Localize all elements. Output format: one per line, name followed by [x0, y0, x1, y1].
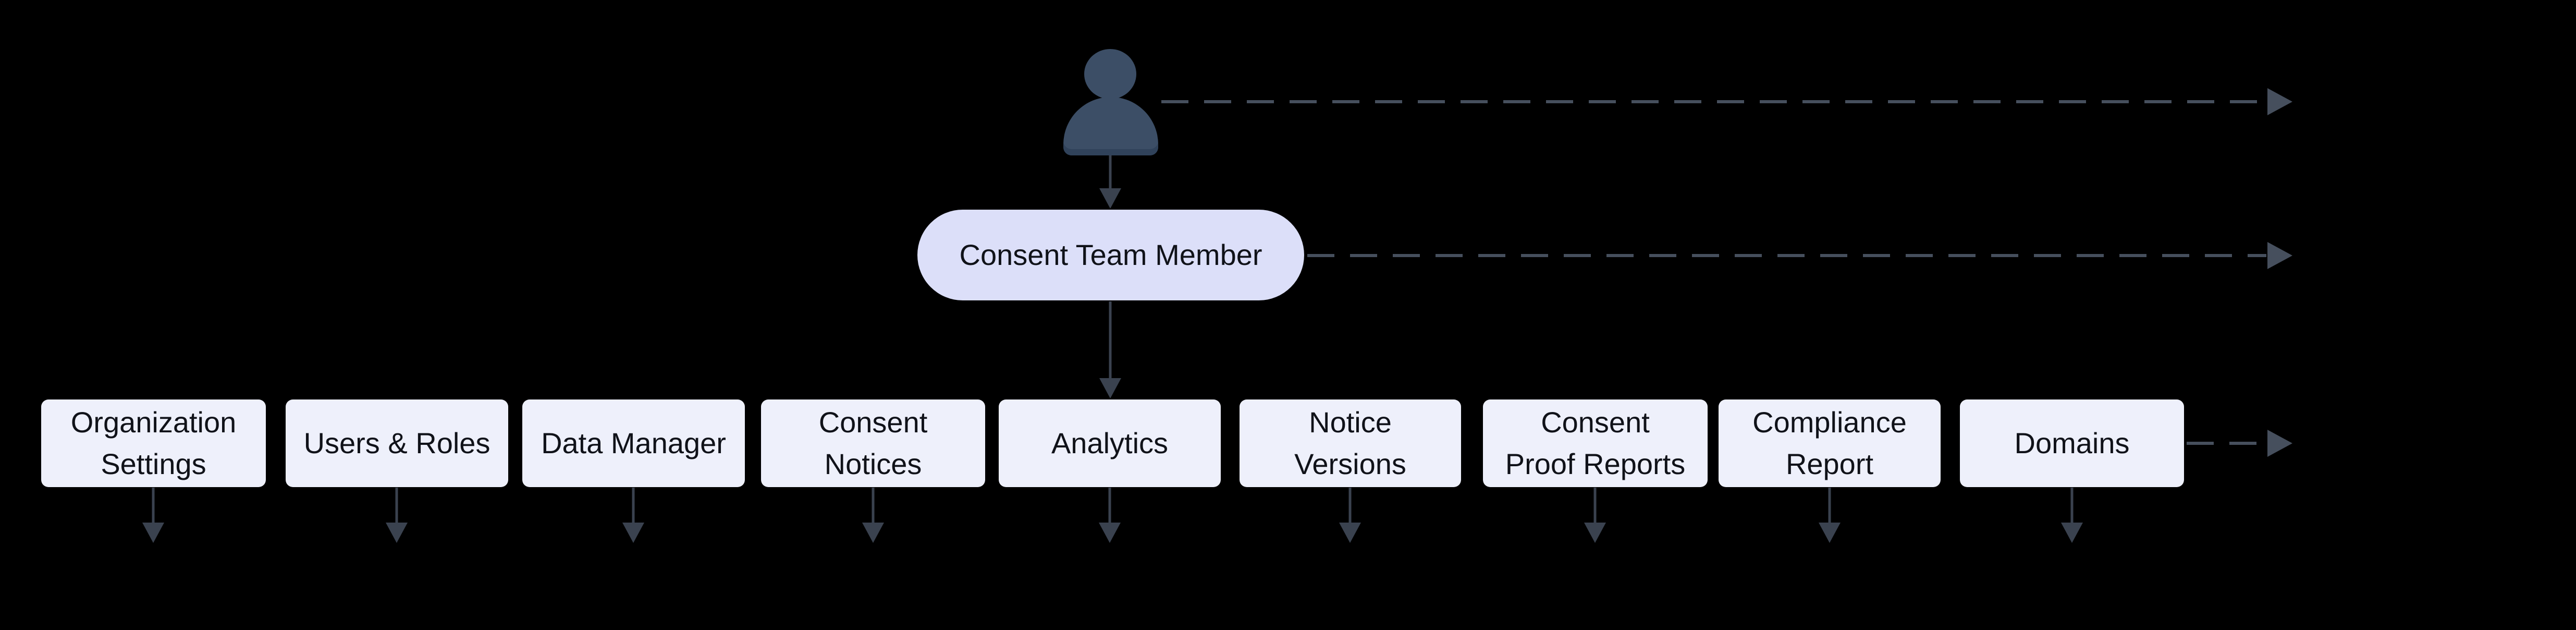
node-organization-settings: Organization Settings	[41, 399, 266, 487]
node-consent-notices: Consent Notices	[761, 399, 985, 487]
edge-domains-dashed-right	[2187, 430, 2292, 457]
node-label: Consent Proof Reports	[1505, 406, 1686, 480]
node-label: Users & Roles	[303, 427, 490, 459]
edge-actor-to-root	[1099, 155, 1121, 209]
node-domains: Domains	[1960, 399, 2184, 487]
node-consent-proof-reports: Consent Proof Reports	[1483, 399, 1708, 487]
node-consent-team-member-label: Consent Team Member	[959, 238, 1262, 271]
node-label: Notice Versions	[1294, 406, 1406, 480]
person-icon-head	[1084, 49, 1136, 99]
edge-root-dashed-right	[1307, 242, 2292, 269]
node-label: Analytics	[1051, 427, 1169, 459]
edge-root-to-analytics	[1099, 301, 1121, 398]
node-data-manager: Data Manager	[522, 399, 745, 487]
node-label: Consent Notices	[818, 406, 928, 480]
node-label: Organization Settings	[70, 406, 237, 480]
node-consent-team-member: Consent Team Member	[917, 210, 1304, 300]
edge-actor-dashed-right	[1161, 88, 2292, 115]
node-label: Domains	[2014, 427, 2130, 459]
node-analytics: Analytics	[999, 399, 1221, 487]
node-label: Compliance Report	[1752, 406, 1907, 480]
node-users-roles: Users & Roles	[286, 399, 508, 487]
node-notice-versions: Notice Versions	[1240, 399, 1461, 487]
edge-node-stubs-down	[142, 488, 2083, 543]
node-compliance-report: Compliance Report	[1719, 399, 1941, 487]
node-label: Data Manager	[541, 427, 726, 459]
